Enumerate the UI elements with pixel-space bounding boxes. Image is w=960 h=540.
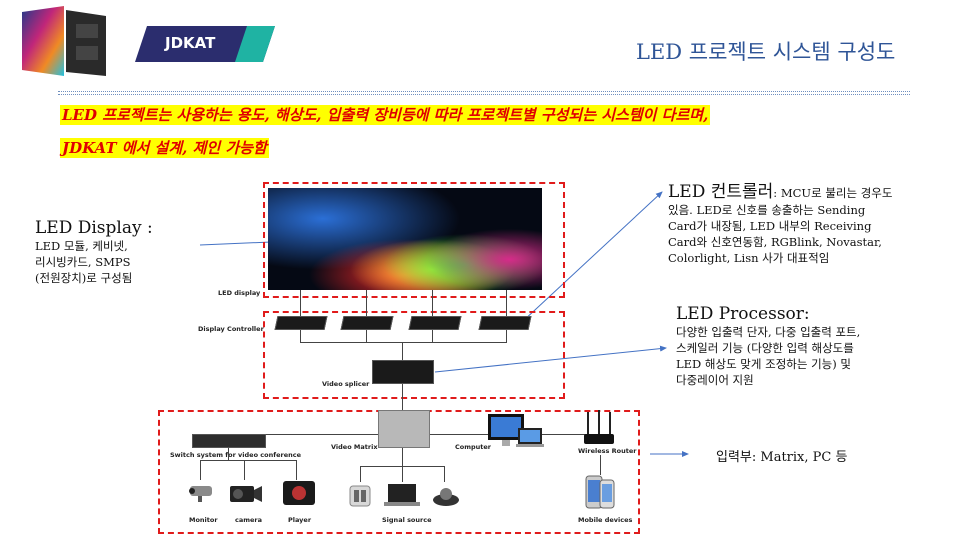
- connector: [432, 330, 433, 342]
- connector: [402, 384, 403, 410]
- annotation-processor-line: LED 해상도 맞게 조정하는 기능) 및: [676, 357, 851, 371]
- label-player: Player: [288, 516, 312, 524]
- label-video-splicer: Video splicer: [322, 380, 370, 388]
- laptop-icon: [382, 482, 422, 510]
- switch-unit: [192, 434, 266, 448]
- display-controller-unit: [408, 316, 462, 330]
- connector: [300, 330, 301, 342]
- connector: [444, 466, 445, 482]
- annotation-processor-line: 다중레이어 지원: [676, 373, 754, 387]
- led-cabinet-image: [20, 6, 110, 78]
- annotation-controller-title-rest: : MCU로 불리는 경우도: [773, 186, 893, 200]
- annotation-display-line: LED 모듈, 케비넷,: [35, 239, 128, 253]
- label-mobile-devices: Mobile devices: [578, 516, 633, 524]
- intro-line-1-wrap: LED 프로젝트는 사용하는 용도, 해상도, 입출력 장비등에 따라 프로젝트…: [60, 104, 711, 125]
- label-camera: camera: [235, 516, 263, 524]
- mobile-devices-icon: [584, 474, 618, 510]
- connector: [506, 330, 507, 342]
- label-led-display: LED display: [218, 289, 261, 297]
- intro-line-2: JDKAT 에서 설계, 제인 가능함: [60, 138, 269, 158]
- connector: [402, 342, 403, 360]
- router-icon: [582, 410, 616, 448]
- annotation-controller-line: 있음. LED로 신호를 송출하는 Sending: [668, 203, 866, 217]
- connector: [432, 290, 433, 316]
- cctv-camera-icon: [186, 482, 216, 504]
- annotation-processor-title: LED Processor:: [676, 304, 810, 324]
- label-signal-source: Signal source: [382, 516, 432, 524]
- display-dashed-box: [263, 182, 565, 298]
- connector: [600, 455, 601, 475]
- connector: [300, 342, 507, 343]
- player-icon: [282, 480, 316, 506]
- logo-text: JDKAT: [164, 34, 216, 52]
- annotation-controller: LED 컨트롤러: MCU로 불리는 경우도 있음. LED로 신호를 송출하는…: [668, 177, 938, 266]
- connector: [244, 460, 245, 480]
- connector: [200, 460, 201, 480]
- display-controller-unit: [340, 316, 394, 330]
- computer-icon: [484, 412, 544, 452]
- label-monitor: Monitor: [189, 516, 218, 524]
- annotation-display-title: LED Display :: [35, 218, 153, 238]
- display-controller-unit: [478, 316, 532, 330]
- connector: [228, 448, 229, 460]
- annotation-controller-title: LED 컨트롤러: [668, 182, 774, 202]
- controller-arrow: [521, 191, 663, 323]
- video-camera-icon: [228, 478, 264, 506]
- divider: [58, 94, 910, 95]
- annotation-controller-line: Card가 내장됨, LED 내부의 Receiving: [668, 219, 872, 233]
- label-computer: Computer: [455, 443, 492, 451]
- connector: [402, 466, 403, 482]
- divider: [58, 91, 910, 92]
- connector: [200, 460, 296, 461]
- led-display-screen: [268, 188, 542, 290]
- video-matrix-unit: [378, 410, 430, 448]
- processor-arrow: [434, 345, 667, 373]
- annotation-display-line: 리시빙카드, SMPS: [35, 255, 131, 269]
- annotation-display: LED Display : LED 모듈, 케비넷, 리시빙카드, SMPS (…: [35, 218, 205, 286]
- server-icon: [348, 484, 372, 508]
- page-title: LED 프로젝트 시스템 구성도: [636, 40, 896, 64]
- connector: [402, 448, 403, 466]
- annotation-processor-line: 스케일러 기능 (다양한 입력 해상도를: [676, 341, 854, 355]
- jdkat-logo: JDKAT: [135, 26, 275, 62]
- connector: [506, 290, 507, 316]
- conference-phone-icon: [432, 484, 460, 508]
- connector: [300, 290, 301, 316]
- annotation-controller-line: Colorlight, Lisn 사가 대표적임: [668, 251, 830, 265]
- annotation-input: 입력부: Matrix, PC 등: [716, 450, 848, 465]
- label-wireless-router: Wireless Router: [578, 447, 637, 455]
- connector: [366, 290, 367, 316]
- annotation-controller-line: Card와 신호연동함, RGBlink, Novastar,: [668, 235, 882, 249]
- intro-line-1: LED 프로젝트는 사용하는 용도, 해상도, 입출력 장비등에 따라 프로젝트…: [60, 105, 711, 125]
- label-video-matrix: Video Matrix: [331, 443, 378, 451]
- intro-line-2-wrap: JDKAT 에서 설계, 제인 가능함: [60, 137, 269, 158]
- connector: [360, 466, 361, 482]
- connector: [296, 460, 297, 480]
- video-splicer-unit: [372, 360, 434, 384]
- label-display-controller: Display Controller: [198, 325, 264, 333]
- processor-dashed-box: [263, 311, 565, 399]
- annotation-processor: LED Processor: 다양한 입출력 단자, 다중 입출력 포트, 스케…: [676, 304, 946, 388]
- annotation-display-line: (전원장치)로 구성됨: [35, 271, 133, 285]
- label-switch-system: Switch system for video conference: [170, 451, 301, 459]
- connector: [366, 330, 367, 342]
- display-controller-unit: [274, 316, 328, 330]
- annotation-processor-line: 다양한 입출력 단자, 다중 입출력 포트,: [676, 325, 861, 339]
